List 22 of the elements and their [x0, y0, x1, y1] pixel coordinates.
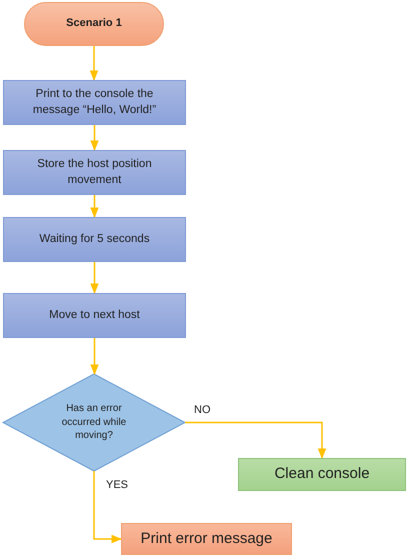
node-text: Print error message	[140, 528, 274, 549]
node-text: Scenario 1	[65, 16, 123, 32]
node-text: Store the host position movement	[36, 156, 153, 188]
arrow	[90, 195, 99, 218]
process-box	[3, 293, 186, 338]
node-text: Clean console	[273, 464, 371, 484]
node-text: Print to the console the message “Hello, World!”	[32, 86, 158, 118]
node-text: Move to next host	[48, 308, 141, 323]
arrow	[93, 471, 122, 544]
process-box	[3, 217, 186, 262]
start-terminal	[24, 2, 164, 46]
process-box	[238, 458, 406, 491]
process-box	[121, 523, 292, 555]
arrow	[185, 422, 326, 460]
node-text: Has an error occurred while moving?	[60, 402, 128, 444]
process-box	[3, 80, 186, 125]
arrow	[90, 338, 99, 376]
process-box	[3, 150, 186, 195]
arrow	[90, 125, 99, 152]
arrow	[90, 46, 98, 82]
arrow	[90, 262, 99, 294]
node-text: Waiting for 5 seconds	[38, 232, 151, 247]
